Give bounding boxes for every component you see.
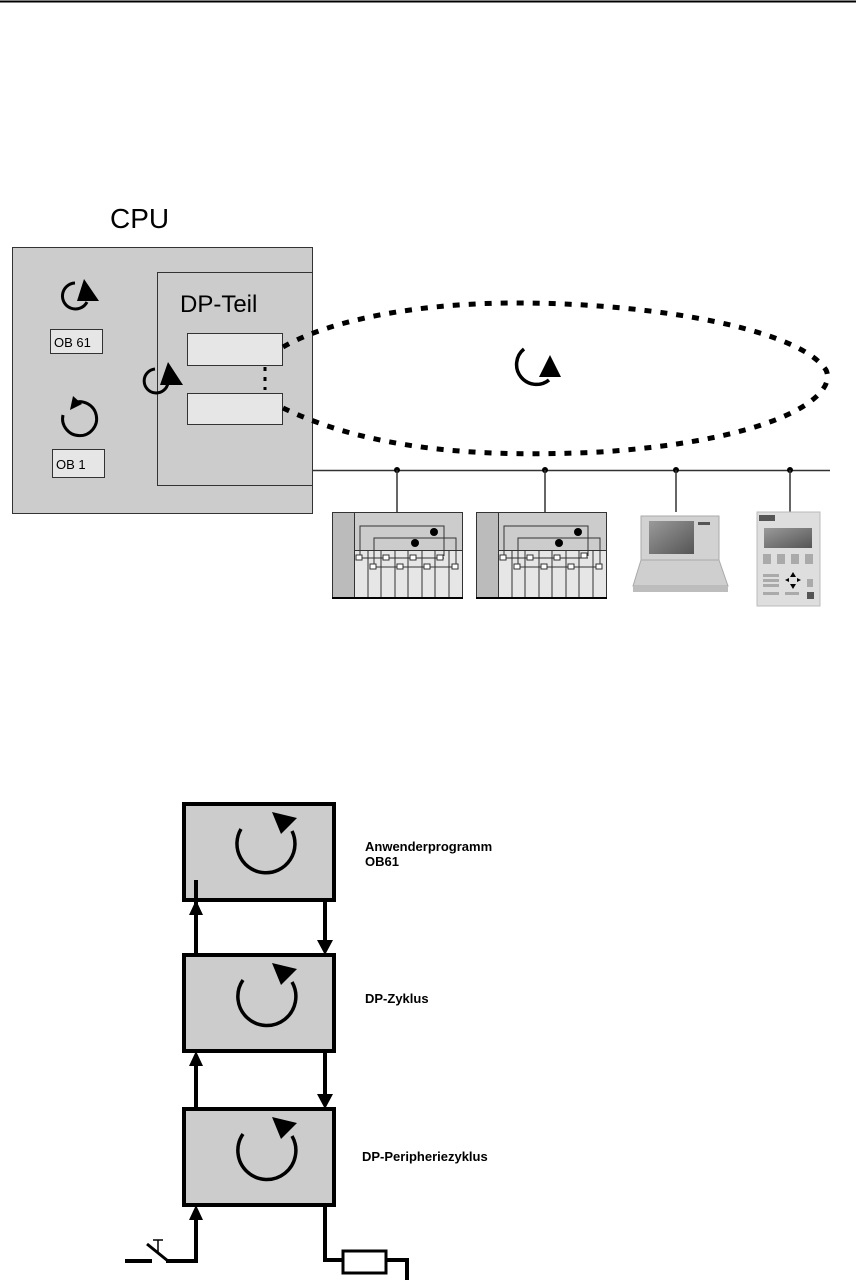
block-dp-cycle-icon [236, 963, 298, 1028]
block-dp-periphery-cycle-icon [236, 1117, 298, 1182]
block-user-program [182, 802, 336, 902]
top-diagram: CPU DP-Teil OB 61 OB 1 [12, 203, 830, 607]
operator-panel-icon [756, 511, 821, 607]
dp-part-label: DP-Teil [180, 291, 257, 318]
block-user-program-cycle-icon [235, 812, 297, 875]
block-user-program-sublabel: OB61 [365, 854, 399, 869]
block-dp-periphery-cycle [182, 1107, 336, 1207]
ob1-box [52, 449, 105, 478]
arrow-up-2-to-1 [189, 880, 203, 955]
dp-cycle-icon [142, 362, 183, 395]
io-station-1-icon [332, 512, 463, 599]
ob1-label: OB 1 [56, 457, 86, 472]
block-dp-cycle-label: DP-Zyklus [365, 991, 429, 1006]
bus-cycle-icon [514, 347, 561, 387]
switch-contact-icon [125, 1205, 203, 1263]
block-user-program-label: Anwenderprogramm [365, 839, 492, 854]
cpu-label: CPU [110, 203, 169, 234]
ob61-box [50, 329, 103, 354]
arrow-down-2-to-3 [317, 1051, 333, 1109]
ob61-label: OB 61 [54, 335, 91, 350]
arrow-down-1-to-2 [317, 900, 333, 955]
ob61-cycle-icon [60, 279, 99, 311]
bus-cycle-dashed-ellipse [281, 300, 830, 457]
dp-buffer-box-upper [187, 333, 283, 366]
io-station-2-icon [476, 512, 607, 599]
arrow-up-3-to-2 [189, 1051, 203, 1109]
bus-taps [394, 467, 793, 512]
block-dp-periphery-cycle-label: DP-Peripheriezyklus [362, 1149, 488, 1164]
block-dp-cycle [182, 953, 336, 1053]
dp-buffer-box-lower [187, 393, 283, 425]
laptop-icon [632, 515, 729, 592]
bottom-diagram: Anwenderprogramm OB61 DP-Zyklus DP-Perip… [125, 802, 492, 1280]
dp-part-panel [157, 272, 313, 486]
load-resistor-icon [323, 1205, 409, 1280]
ob1-cycle-icon [61, 396, 99, 438]
